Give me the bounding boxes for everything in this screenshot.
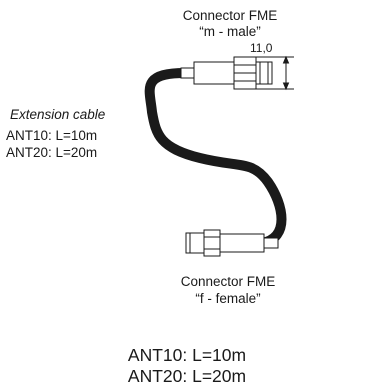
female-connector-body <box>185 232 205 254</box>
female-connector <box>185 229 279 257</box>
extension-cable-label: Extension cable <box>10 107 106 122</box>
male-connector-body <box>193 61 235 85</box>
male-connector <box>180 56 273 90</box>
cable-variant-1: ANT10: L=10m <box>6 128 98 143</box>
male-connector-strain-relief <box>180 67 196 79</box>
footer-variant-2: ANT20: L=20m <box>127 366 247 386</box>
cable-variant-2: ANT20: L=20m <box>6 145 98 160</box>
extension-cable <box>144 68 287 248</box>
dimension-marker <box>256 55 294 91</box>
top-connector-title: Connector FME <box>182 8 278 23</box>
bottom-connector-subtitle: “f - female” <box>195 291 261 306</box>
female-connector-hex-nut <box>203 229 221 257</box>
male-connector-tip <box>255 61 273 85</box>
female-connector-sleeve <box>219 233 265 253</box>
footer-variant-1: ANT10: L=10m <box>127 345 247 365</box>
top-connector-subtitle: “m - male” <box>199 24 261 39</box>
bottom-connector-title: Connector FME <box>180 274 276 289</box>
dimension-value: 11,0 <box>250 41 273 55</box>
female-connector-strain-relief <box>263 237 279 249</box>
